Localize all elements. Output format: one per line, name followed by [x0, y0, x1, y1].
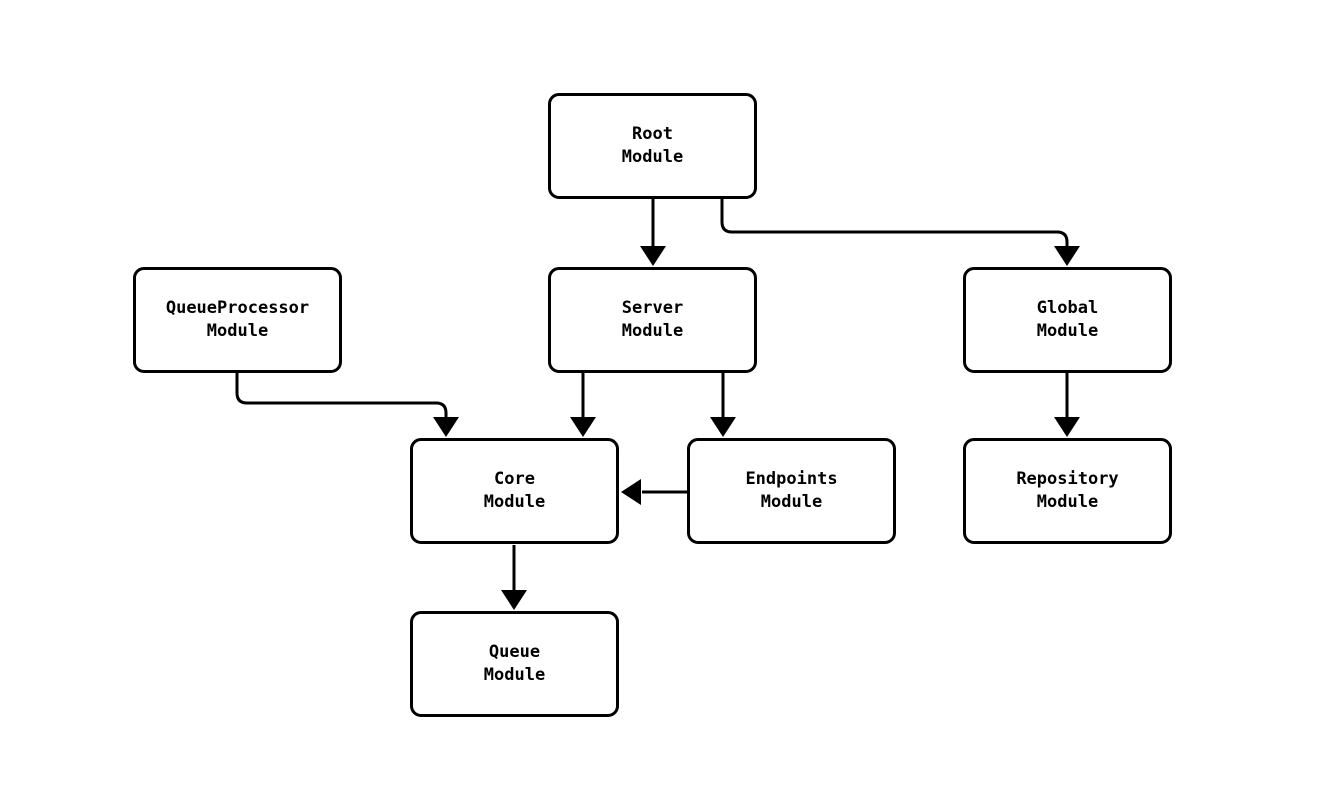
- edge-global-to-repository: [1054, 373, 1080, 437]
- node-label: Module: [206, 321, 269, 341]
- node-label: Module: [621, 147, 684, 167]
- node-label: QueueProcessor: [165, 298, 310, 318]
- node-server-module: Server Module: [548, 267, 757, 373]
- node-label: Global: [1036, 298, 1099, 318]
- node-queue-module: Queue Module: [410, 611, 619, 717]
- node-label: Repository: [1016, 469, 1119, 489]
- edge-root-to-global: [720, 198, 1080, 266]
- edge-server-to-core: [570, 373, 596, 437]
- node-label: Module: [483, 492, 546, 512]
- node-queueprocessor-module: QueueProcessor Module: [133, 267, 342, 373]
- node-core-module: Core Module: [410, 438, 619, 544]
- node-label: Module: [483, 665, 546, 685]
- edge-endpoints-to-core: [621, 479, 687, 505]
- node-label: Server: [621, 298, 684, 318]
- node-label: Queue: [488, 642, 541, 662]
- node-endpoints-module: Endpoints Module: [687, 438, 896, 544]
- node-label: Module: [621, 321, 684, 341]
- edge-core-to-queue: [501, 545, 527, 610]
- node-root-module: Root Module: [548, 93, 757, 199]
- edge-root-to-server: [640, 198, 666, 266]
- node-label: Module: [1036, 492, 1099, 512]
- node-label: Endpoints: [745, 469, 838, 489]
- node-global-module: Global Module: [963, 267, 1172, 373]
- node-label: Module: [760, 492, 823, 512]
- node-label: Module: [1036, 321, 1099, 341]
- node-repository-module: Repository Module: [963, 438, 1172, 544]
- node-label: Root: [632, 124, 673, 144]
- node-label: Core: [494, 469, 535, 489]
- edge-queueprocessor-to-core: [235, 373, 459, 437]
- edge-server-to-endpoints: [710, 373, 736, 437]
